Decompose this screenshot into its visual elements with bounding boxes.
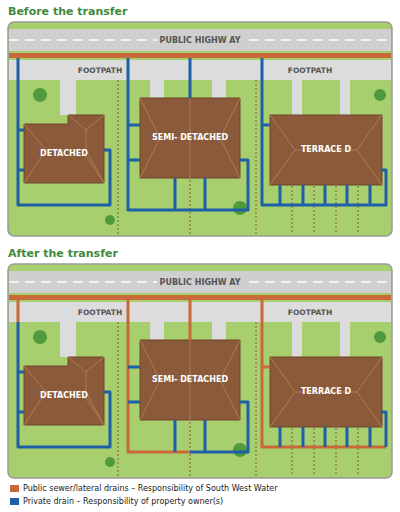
legend-row: Private drain – Responsibility of proper…	[10, 497, 223, 506]
house-label: DETACHED	[40, 391, 88, 400]
road-label: PUBLIC HIGHW AY	[157, 278, 244, 287]
house-label: SEMI- DETACHED	[152, 133, 228, 142]
footpath-label: FOOTPATH	[286, 66, 334, 75]
panel-heading: After the transfer	[8, 247, 118, 260]
panel-heading: Before the transfer	[8, 5, 127, 18]
house-roof: TERRACE D	[270, 357, 382, 427]
house-roof: TERRACE D	[270, 115, 382, 185]
footpath-label: FOOTPATH	[286, 308, 334, 317]
house-roof: DETACHED	[24, 124, 104, 183]
house-label: TERRACE D	[301, 145, 351, 154]
house-label: TERRACE D	[301, 387, 351, 396]
house-roof: DETACHED	[24, 366, 104, 425]
footpath-label: FOOTPATH	[76, 66, 124, 75]
legend-swatch	[10, 485, 19, 492]
house-label: DETACHED	[40, 149, 88, 158]
legend-swatch	[10, 498, 19, 505]
footpath-label: FOOTPATH	[76, 308, 124, 317]
house-label: SEMI- DETACHED	[152, 375, 228, 384]
legend-text: Public sewer/lateral drains – Responsibi…	[23, 484, 278, 493]
house-roof: SEMI- DETACHED	[140, 340, 240, 420]
legend-row: Public sewer/lateral drains – Responsibi…	[10, 484, 278, 493]
legend-text: Private drain – Responsibility of proper…	[23, 497, 223, 506]
house-roof: SEMI- DETACHED	[140, 98, 240, 178]
road-label: PUBLIC HIGHW AY	[157, 36, 244, 45]
